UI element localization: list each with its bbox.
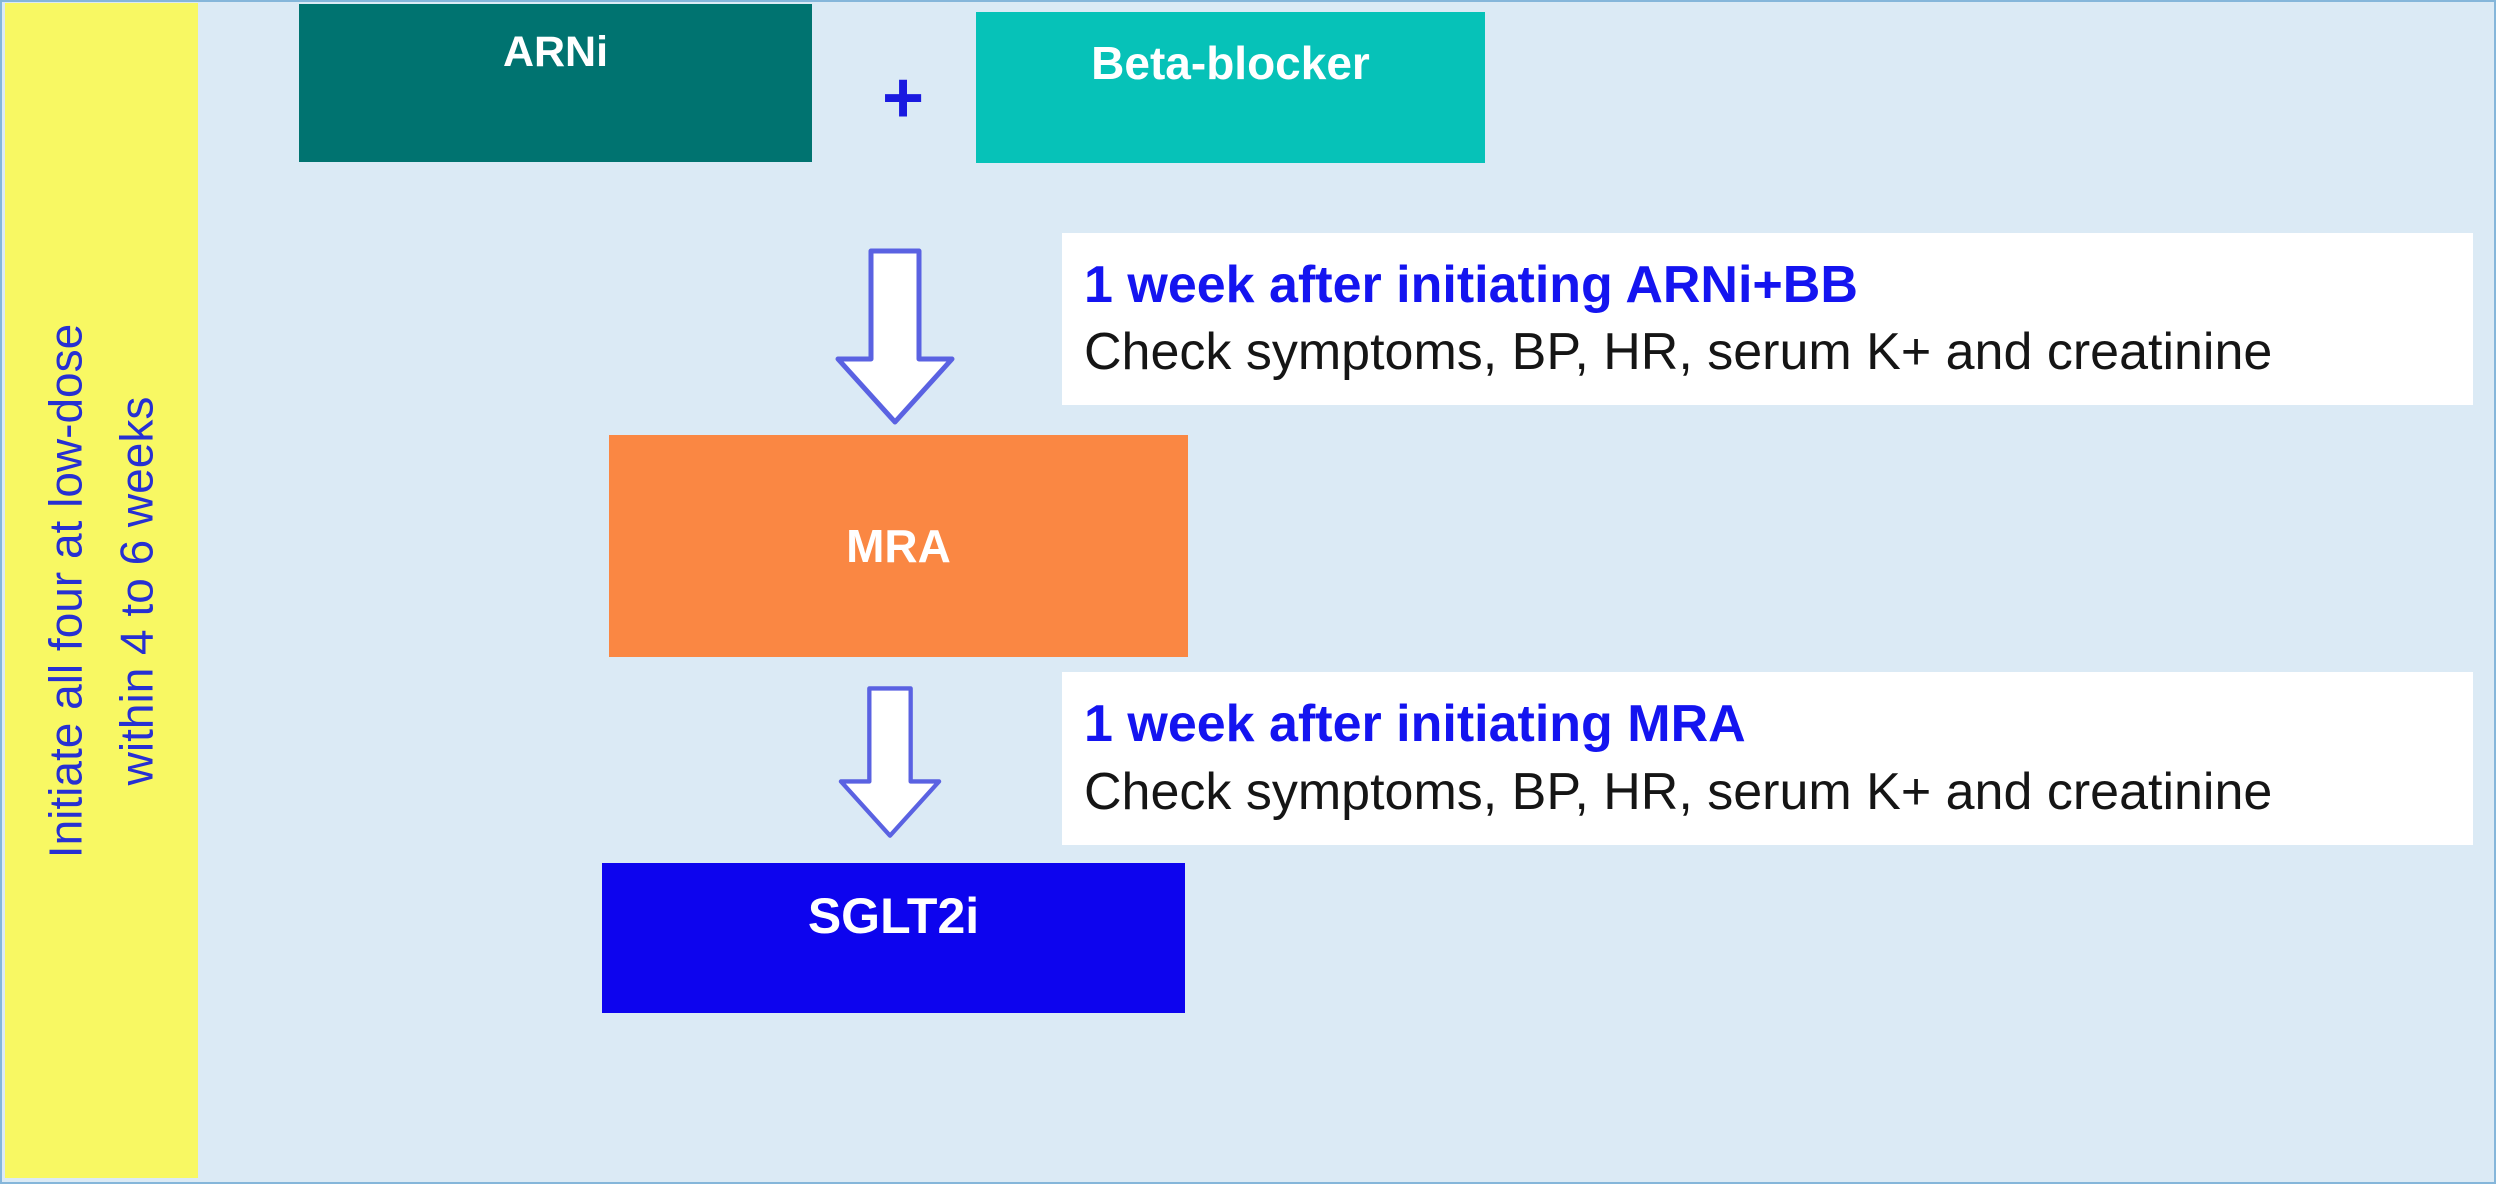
- check-note-after-arni-bb: 1 week after initiating ARNi+BB Check sy…: [1062, 233, 2473, 405]
- banner-line-1: Initiate all four at low-dose: [39, 323, 92, 858]
- down-arrow-icon: [835, 248, 955, 425]
- arni-box: ARNi: [299, 4, 812, 162]
- sglt2i-box: SGLT2i: [602, 863, 1185, 1013]
- initiation-timeline-banner: Initiate all four at low-dose within 4 t…: [5, 3, 198, 1178]
- mra-box: MRA: [609, 435, 1188, 657]
- sglt2i-label: SGLT2i: [807, 888, 980, 944]
- beta-blocker-box: Beta-blocker: [976, 12, 1485, 163]
- mra-label: MRA: [846, 520, 951, 572]
- note-title: 1 week after initiating ARNi+BB: [1084, 255, 1858, 314]
- banner-text: Initiate all four at low-dose within 4 t…: [30, 3, 173, 1178]
- arni-label: ARNi: [502, 28, 609, 76]
- check-note-after-mra: 1 week after initiating MRA Check sympto…: [1062, 672, 2473, 845]
- beta-blocker-label: Beta-blocker: [1091, 37, 1370, 89]
- note-body: Check symptoms, BP, HR, serum K+ and cre…: [1084, 323, 2273, 381]
- down-arrow-icon: [838, 686, 942, 838]
- banner-line-2: within 4 to 6 weeks: [110, 396, 163, 785]
- note-title: 1 week after initiating MRA: [1084, 695, 1746, 754]
- note-body: Check symptoms, BP, HR, serum K+ and cre…: [1084, 762, 2273, 821]
- plus-sign: +: [881, 58, 925, 138]
